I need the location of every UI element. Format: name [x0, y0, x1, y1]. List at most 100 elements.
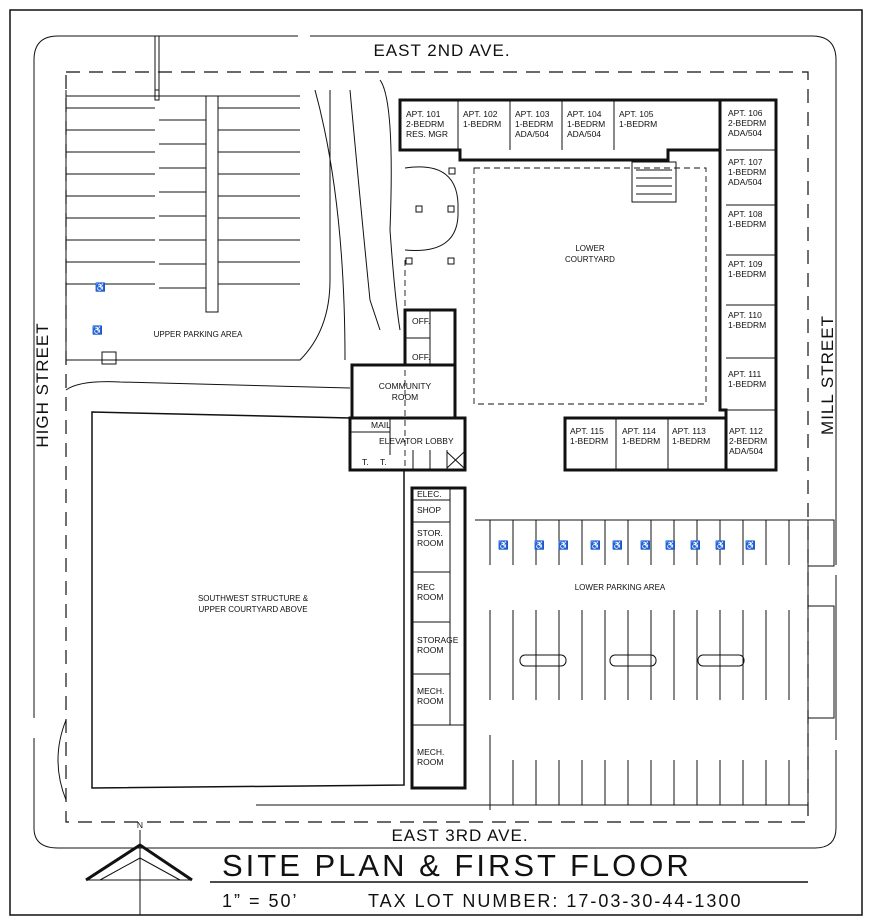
scale-label: 1” = 50’: [222, 891, 299, 911]
apartment-label: APT. 107: [728, 157, 763, 167]
parking-island: [609, 654, 657, 667]
apartment-label: 1-BEDRM: [515, 119, 553, 129]
lower-courtyard-outline: [473, 167, 707, 405]
apartment-label: APT. 105: [619, 109, 654, 119]
north-arrow-icon: N: [85, 820, 193, 915]
south-curb: [33, 738, 837, 849]
apartment-label: APT. 111: [728, 369, 762, 379]
walkway-curve: [349, 89, 381, 331]
street-label-west: HIGH STREET: [33, 322, 52, 447]
apartment-label: 1-BEDRM: [728, 320, 766, 330]
wheelchair-icon: ♿: [690, 540, 701, 550]
apartment-label: 1-BEDRM: [622, 436, 660, 446]
street-label-north: EAST 2ND AVE.: [373, 41, 510, 60]
apartment-label: 2-BEDRM: [729, 436, 767, 446]
apartment-label: 1-BEDRM: [619, 119, 657, 129]
wheelchair-icon: ♿: [498, 540, 509, 550]
service-room-label: STORAGE: [417, 635, 459, 645]
service-room-label: REC: [417, 582, 435, 592]
elevator-icon: [446, 451, 465, 469]
lower-parking-stalls: [489, 520, 790, 805]
service-corridor: ELEC.SHOPSTOR.ROOMRECROOMSTORAGEROOMMECH…: [410, 486, 467, 790]
apartment-label: APT. 106: [728, 108, 763, 118]
courtyard-curve: [404, 166, 459, 251]
service-room-label: ROOM: [417, 538, 443, 548]
service-room-label: ELEC.: [417, 489, 442, 499]
property-line: [65, 71, 809, 823]
apartment-label: 1-BEDRM: [567, 119, 605, 129]
service-room-label: STOR.: [417, 528, 443, 538]
upper-parking-area: UPPER PARKING AREA ♿ ♿: [65, 36, 331, 365]
upper-parking-label: UPPER PARKING AREA: [154, 330, 243, 339]
apartment-label: 2-BEDRM: [728, 118, 766, 128]
apartment-label: APT. 109: [728, 259, 763, 269]
wheelchair-icon: ♿: [665, 540, 676, 550]
office-label: OFF.: [412, 352, 430, 362]
lower-parking-label: LOWER PARKING AREA: [575, 583, 666, 592]
service-room-label: MECH.: [417, 747, 444, 757]
wheelchair-icon: ♿: [745, 540, 756, 550]
apartment-label: APT. 104: [567, 109, 602, 119]
elevator-lobby: MAIL ELEVATOR LOBBY T. T.: [348, 416, 467, 472]
apartment-label: RES. MGR: [406, 129, 448, 139]
service-room-label: SHOP: [417, 505, 441, 515]
wheelchair-icon: ♿: [534, 540, 545, 550]
apartment-label: 1-BEDRM: [728, 219, 766, 229]
apartment-label: APT. 114: [622, 426, 656, 436]
stair-icon: [631, 161, 677, 203]
wheelchair-icon: ♿: [590, 540, 601, 550]
apartment-label: APT. 110: [728, 310, 762, 320]
wheelchair-icon: ♿: [558, 540, 569, 550]
apartment-label: APT. 113: [672, 426, 706, 436]
community-room-label-2: ROOM: [392, 392, 418, 402]
southwest-structure: SOUTHWEST STRUCTURE & UPPER COURTYARD AB…: [91, 411, 405, 789]
tax-lot-label: TAX LOT NUMBER: 17-03-30-44-1300: [368, 891, 742, 911]
title-block: SITE PLAN & FIRST FLOOR 1” = 50’ TAX LOT…: [210, 848, 808, 911]
street-label-east: MILL STREET: [818, 315, 837, 435]
community-room-label-1: COMMUNITY: [379, 381, 432, 391]
apartment-label: APT. 103: [515, 109, 550, 119]
apartment-label: APT. 101: [406, 109, 441, 119]
apartment-label: ADA/504: [567, 129, 601, 139]
wheelchair-icon: ♿: [612, 540, 623, 550]
apartment-label: 1-BEDRM: [728, 167, 766, 177]
upper-parking-stalls: [66, 107, 300, 289]
parking-island: [519, 654, 567, 667]
wheelchair-icon: ♿: [715, 540, 726, 550]
west-curb: [33, 35, 59, 718]
apartment-label: 1-BEDRM: [728, 269, 766, 279]
apartment-label: 1-BEDRM: [672, 436, 710, 446]
lower-courtyard-label-1: LOWER: [575, 244, 605, 253]
service-room-label: ROOM: [417, 592, 443, 602]
community-room: COMMUNITY ROOM: [350, 363, 457, 420]
north-label: N: [137, 820, 143, 830]
lower-parking-area: LOWER PARKING AREA ♿♿♿♿♿♿♿♿♿♿: [256, 519, 835, 810]
sheet-title: SITE PLAN & FIRST FLOOR: [222, 848, 692, 883]
apartment-label: 1-BEDRM: [463, 119, 501, 129]
apartment-label: 2-BEDRM: [406, 119, 444, 129]
apartment-label: ADA/504: [728, 177, 762, 187]
apartment-label: 1-BEDRM: [728, 379, 766, 389]
apartment-label: ADA/504: [515, 129, 549, 139]
street-label-south: EAST 3RD AVE.: [391, 826, 528, 845]
apartment-label: ADA/504: [728, 128, 762, 138]
wheelchair-icon: ♿: [92, 325, 103, 335]
office-label: OFF.: [412, 316, 430, 326]
service-room-label: ROOM: [417, 696, 443, 706]
lower-courtyard-label-2: COURTYARD: [565, 255, 615, 264]
toilet-label: T.: [362, 457, 369, 467]
service-room-label: ROOM: [417, 757, 443, 767]
apartment-label: 1-BEDRM: [570, 436, 608, 446]
wheelchair-icon: ♿: [95, 282, 106, 292]
bike-rack: [101, 351, 117, 365]
service-room-label: ROOM: [417, 645, 443, 655]
service-room-label: MECH.: [417, 686, 444, 696]
